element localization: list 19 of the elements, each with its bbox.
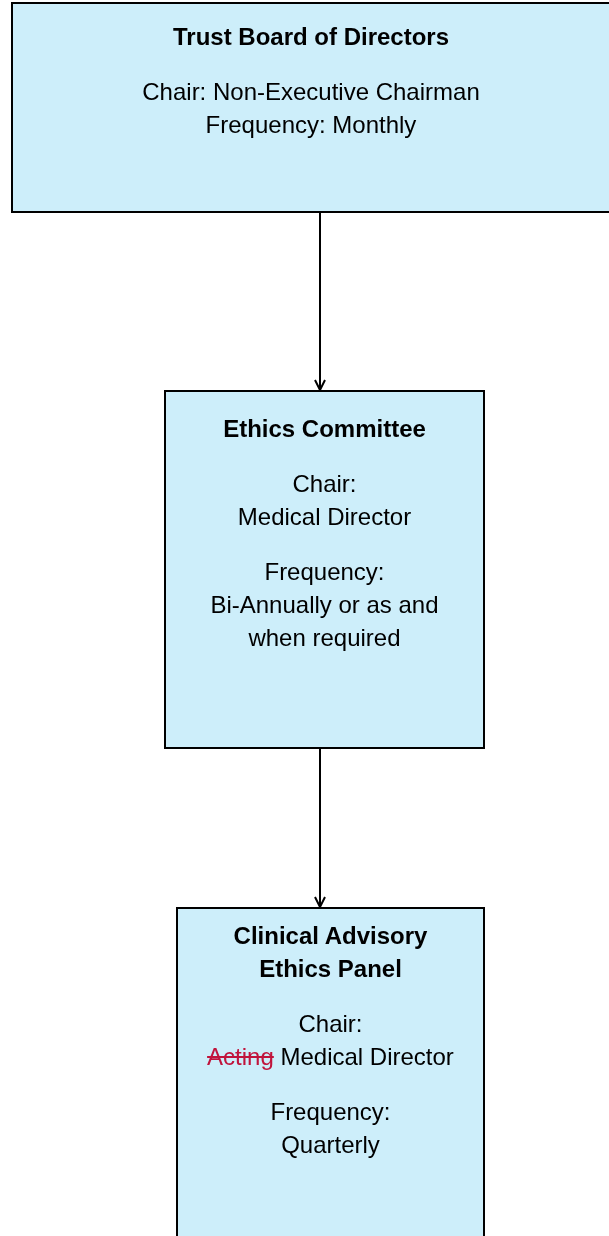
- arrow: [314, 212, 326, 391]
- committee-box: [176, 907, 485, 1236]
- arrow: [314, 748, 326, 908]
- committee-box: [11, 2, 609, 213]
- committee-detail: Frequency: Monthly: [204, 110, 418, 140]
- committee-title: Trust Board of Directors: [171, 22, 450, 52]
- struck-text: Acting: [207, 1043, 274, 1070]
- committee-detail: Medical Director: [236, 502, 413, 532]
- committee-detail: Frequency:: [263, 557, 386, 587]
- committee-title: Clinical Advisory Ethics Panel: [232, 921, 429, 984]
- committee-box: [164, 390, 485, 749]
- committee-detail: Medical Director: [280, 1043, 454, 1070]
- committee-detail: Chair:: [297, 1009, 364, 1039]
- committee-detail: Quarterly: [280, 1130, 381, 1160]
- committee-title: Ethics Committee: [222, 414, 427, 444]
- committee-detail: Bi-Annually or as and when required: [209, 590, 440, 653]
- committee-detail: Frequency:: [269, 1097, 392, 1127]
- committee-detail: Chair:: [291, 469, 358, 499]
- committee-detail: Chair: Non-Executive Chairman: [141, 77, 481, 107]
